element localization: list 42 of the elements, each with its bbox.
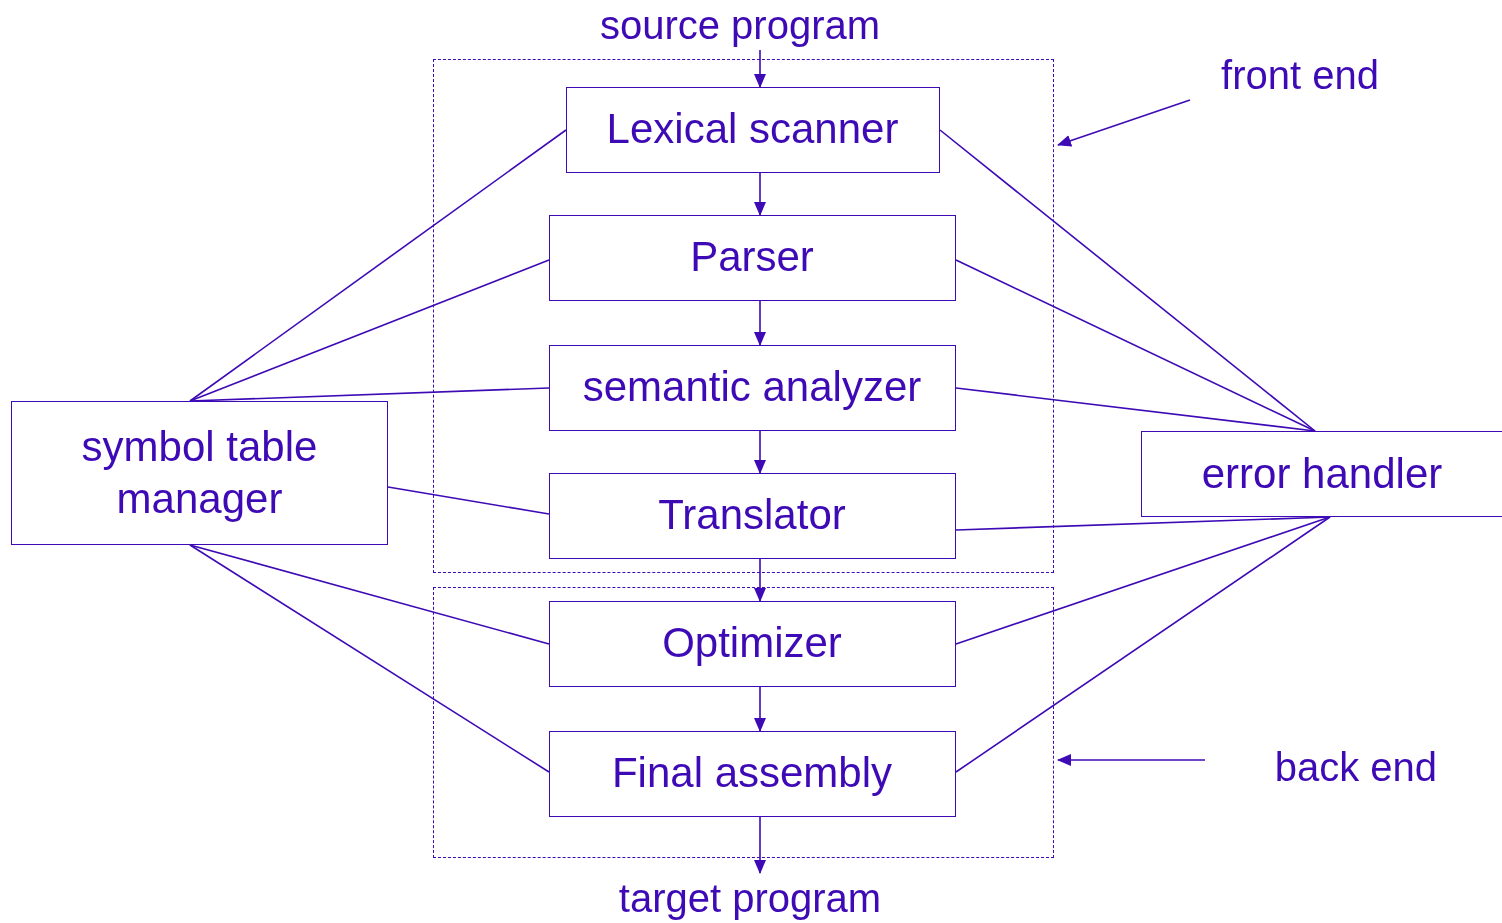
connector-line xyxy=(189,544,550,645)
box-label: semantic analyzer xyxy=(582,362,922,413)
connector-line xyxy=(189,129,567,402)
connector-line xyxy=(955,259,1316,432)
text-label: back end xyxy=(1274,744,1437,790)
box-label: symbol table manager xyxy=(80,421,319,524)
arrow xyxy=(754,558,766,602)
arrow xyxy=(754,816,766,874)
connector-line xyxy=(955,516,1331,773)
arrow xyxy=(754,686,766,732)
arrow xyxy=(754,430,766,474)
arrow xyxy=(1057,99,1191,147)
arrow xyxy=(1057,754,1206,766)
connector-line xyxy=(387,486,550,515)
text-label: front end xyxy=(1221,52,1379,98)
process-box xyxy=(548,344,956,431)
process-box xyxy=(548,600,956,687)
box-label: Translator xyxy=(658,490,846,541)
connector-line xyxy=(939,129,1316,432)
process-box xyxy=(548,214,956,301)
connector-line xyxy=(189,387,550,402)
arrow xyxy=(754,49,766,88)
text-label: source program xyxy=(599,2,881,48)
process-box xyxy=(548,730,956,817)
text-label: target program xyxy=(618,875,882,921)
dashed-group-box xyxy=(433,59,1054,573)
box-label: Lexical scanner xyxy=(606,104,899,155)
dashed-group-box xyxy=(433,587,1054,858)
process-box xyxy=(565,86,940,173)
box-label: error handler xyxy=(1201,448,1443,499)
arrow xyxy=(754,300,766,346)
arrow xyxy=(754,172,766,216)
connector-line xyxy=(955,516,1331,645)
box-label: Final assembly xyxy=(611,748,893,799)
process-box xyxy=(548,472,956,559)
box-label: Parser xyxy=(690,232,814,283)
process-box xyxy=(1141,431,1502,517)
process-box xyxy=(11,401,388,545)
connector-line xyxy=(189,259,550,402)
connector-line xyxy=(955,387,1316,432)
box-label: Optimizer xyxy=(662,618,842,669)
connector-line xyxy=(189,544,550,773)
